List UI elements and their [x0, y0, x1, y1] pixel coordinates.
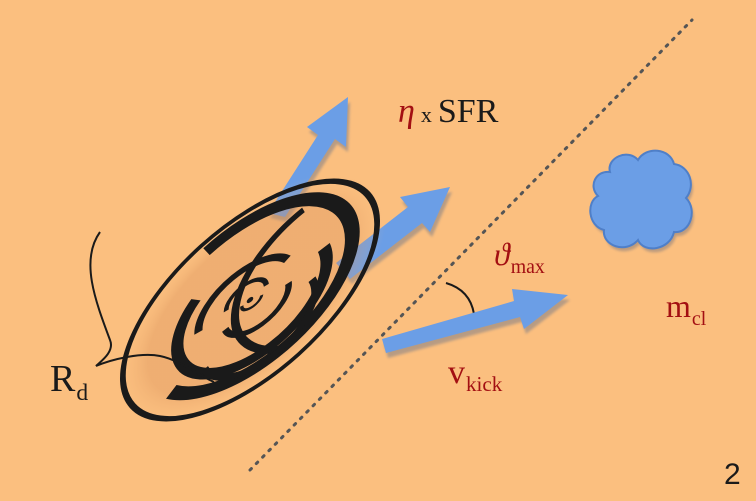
- rd-subscript: d: [76, 379, 89, 406]
- spiral-galaxy: [113, 172, 387, 428]
- rd-symbol: R: [50, 358, 76, 400]
- vkick-subscript: kick: [466, 372, 503, 396]
- times-sign: x: [420, 102, 432, 127]
- cloud-mass-label: mcl: [666, 288, 706, 328]
- theta-max-label: ϑmax: [494, 236, 545, 276]
- angle-arc: [445, 282, 475, 315]
- dotted-axis-line: [248, 18, 694, 472]
- disk-radius-label: Rd: [50, 358, 88, 405]
- gas-cloud: [589, 149, 693, 250]
- kick-velocity-label: vkick: [448, 354, 502, 395]
- sfr-text: SFR: [437, 93, 499, 130]
- radius-brace: [89, 231, 215, 383]
- mcl-symbol: m: [666, 288, 691, 324]
- vkick-symbol: v: [448, 354, 465, 391]
- eta-symbol: η: [398, 93, 415, 130]
- page-number: 2: [724, 458, 741, 491]
- theta-symbol: ϑ: [494, 236, 510, 272]
- theta-subscript: max: [510, 255, 545, 278]
- kick-arrow: [382, 289, 568, 353]
- mcl-subscript: cl: [691, 307, 707, 330]
